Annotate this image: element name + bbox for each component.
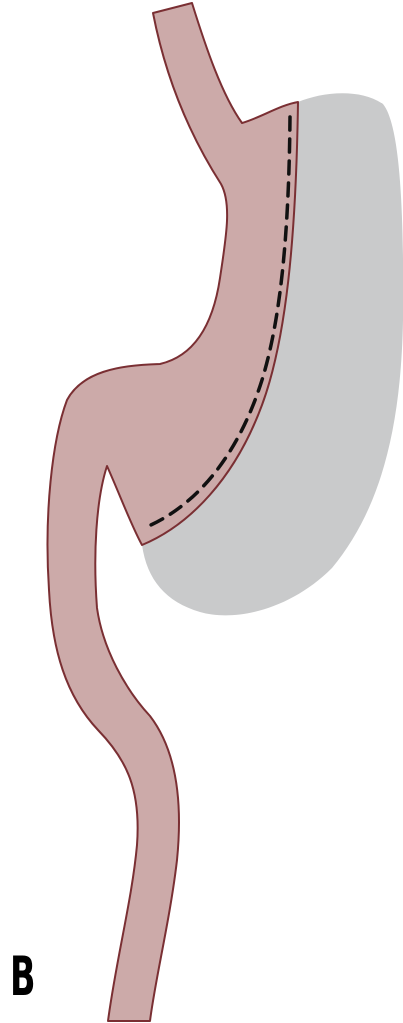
panel-label: B — [10, 950, 36, 1004]
